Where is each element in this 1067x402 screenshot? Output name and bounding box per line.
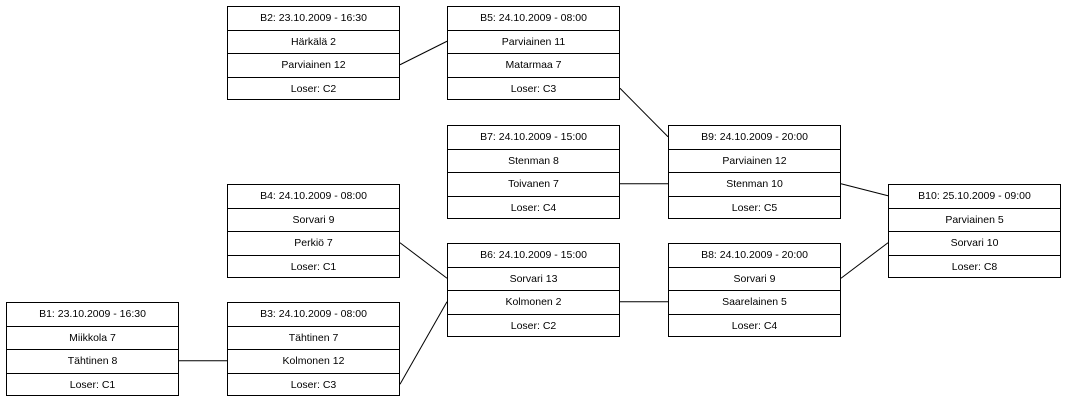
match-b6: B6: 24.10.2009 - 15:00 Sorvari 13 Kolmon… — [447, 243, 620, 337]
connector-b5-b9 — [619, 87, 669, 138]
match-b1: B1: 23.10.2009 - 16:30 Miikkola 7 Tähtin… — [6, 302, 179, 396]
match-header: B9: 24.10.2009 - 20:00 — [669, 126, 840, 150]
match-header: B10: 25.10.2009 - 09:00 — [889, 185, 1060, 209]
match-player-2: Saarelainen 5 — [669, 291, 840, 315]
match-loser: Loser: C8 — [951, 260, 998, 273]
match-player-1: Parviainen 11 — [448, 31, 619, 54]
match-header: B6: 24.10.2009 - 15:00 — [448, 244, 619, 268]
match-player-2: Sorvari 10 — [889, 232, 1060, 256]
connector-b4-b6 — [399, 242, 448, 279]
match-header: B4: 24.10.2009 - 08:00 — [228, 185, 399, 209]
match-loser: Loser: C1 — [69, 378, 116, 391]
match-header: B2: 23.10.2009 - 16:30 — [228, 7, 399, 31]
match-player-2: Kolmonen 2 — [448, 291, 619, 315]
match-header: B1: 23.10.2009 - 16:30 — [7, 303, 178, 327]
match-player-1: Stenman 8 — [448, 150, 619, 173]
match-header: B3: 24.10.2009 - 08:00 — [228, 303, 399, 327]
connector-b9-b10 — [840, 183, 889, 197]
match-player-2: Tähtinen 8 — [7, 350, 178, 374]
connector-b3-b6 — [399, 301, 448, 385]
match-b5: B5: 24.10.2009 - 08:00 Parviainen 11 Mat… — [447, 6, 620, 100]
match-player-2: Perkiö 7 — [228, 232, 399, 256]
match-player-1: Härkälä 2 — [228, 31, 399, 54]
match-loser: Loser: C3 — [290, 378, 337, 391]
match-b4: B4: 24.10.2009 - 08:00 Sorvari 9 Perkiö … — [227, 184, 400, 278]
match-player-2: Toivanen 7 — [448, 173, 619, 197]
match-b7: B7: 24.10.2009 - 15:00 Stenman 8 Toivane… — [447, 125, 620, 219]
match-header: B5: 24.10.2009 - 08:00 — [448, 7, 619, 31]
match-player-1: Sorvari 13 — [448, 268, 619, 291]
match-loser: Loser: C2 — [510, 319, 557, 332]
match-player-1: Parviainen 5 — [889, 209, 1060, 232]
match-player-2: Kolmonen 12 — [228, 350, 399, 374]
match-player-2: Stenman 10 — [669, 173, 840, 197]
match-b3: B3: 24.10.2009 - 08:00 Tähtinen 7 Kolmon… — [227, 302, 400, 396]
match-player-1: Parviainen 12 — [669, 150, 840, 173]
match-loser: Loser: C5 — [731, 201, 778, 214]
match-header: B8: 24.10.2009 - 20:00 — [669, 244, 840, 268]
match-loser: Loser: C1 — [290, 260, 337, 273]
connector-b2-b5 — [399, 40, 448, 66]
match-loser: Loser: C3 — [510, 82, 557, 95]
match-player-1: Sorvari 9 — [228, 209, 399, 232]
match-b8: B8: 24.10.2009 - 20:00 Sorvari 9 Saarela… — [668, 243, 841, 337]
match-player-2: Matarmaa 7 — [448, 54, 619, 78]
match-b9: B9: 24.10.2009 - 20:00 Parviainen 12 Ste… — [668, 125, 841, 219]
match-player-1: Tähtinen 7 — [228, 327, 399, 350]
match-player-2: Parviainen 12 — [228, 54, 399, 78]
match-player-1: Sorvari 9 — [669, 268, 840, 291]
match-b10: B10: 25.10.2009 - 09:00 Parviainen 5 Sor… — [888, 184, 1061, 278]
match-loser: Loser: C4 — [510, 201, 557, 214]
connector-b8-b10 — [840, 242, 889, 279]
match-header: B7: 24.10.2009 - 15:00 — [448, 126, 619, 150]
match-loser: Loser: C2 — [290, 82, 337, 95]
match-loser: Loser: C4 — [731, 319, 778, 332]
match-player-1: Miikkola 7 — [7, 327, 178, 350]
match-b2: B2: 23.10.2009 - 16:30 Härkälä 2 Parviai… — [227, 6, 400, 100]
